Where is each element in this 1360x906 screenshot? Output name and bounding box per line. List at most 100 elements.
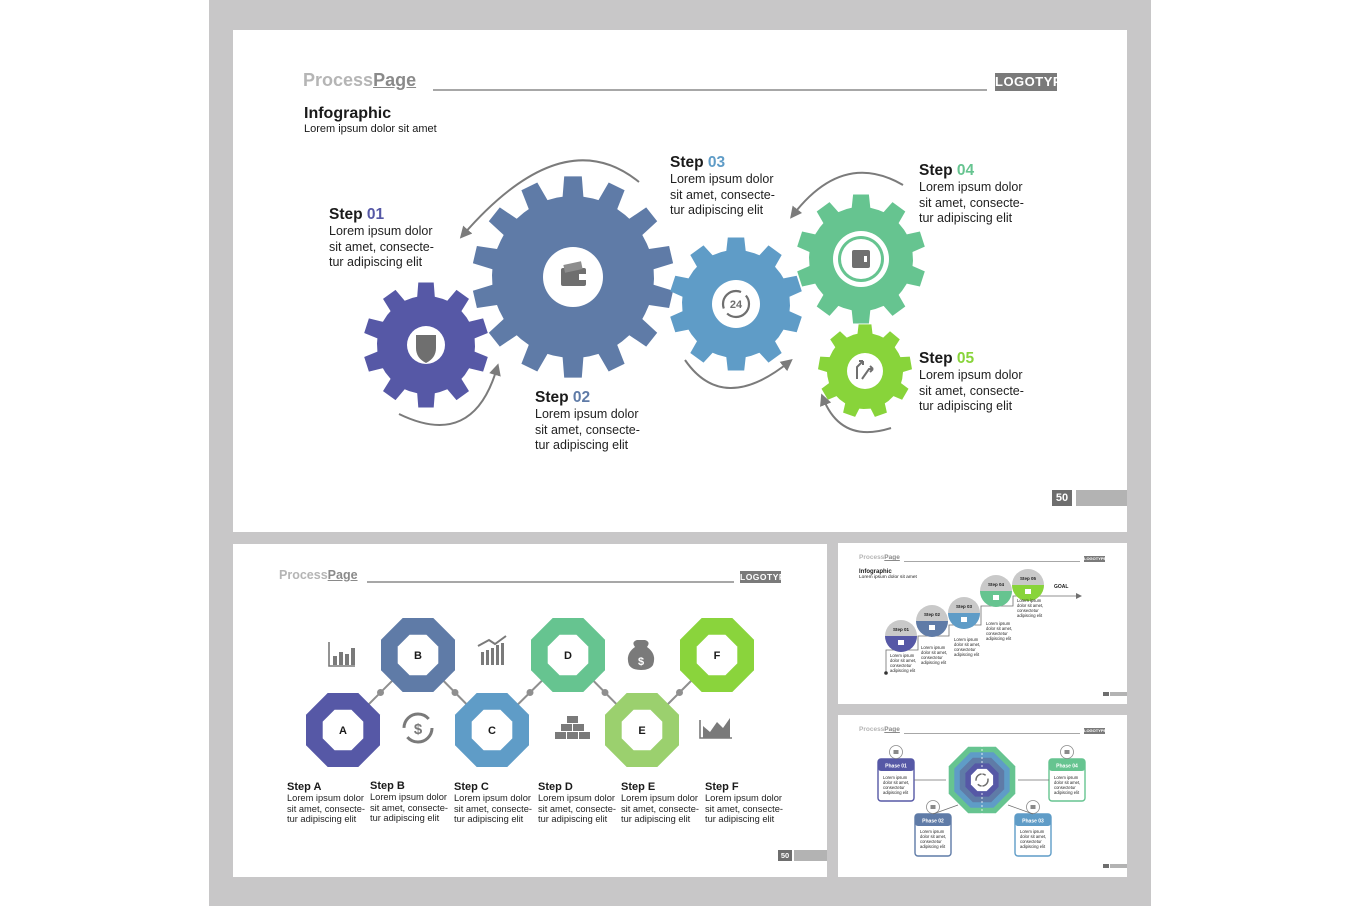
step-05-number: 05 (956, 350, 975, 367)
arrow-step4-top (790, 171, 904, 219)
growth-chart-icon-bar-4 (501, 643, 504, 665)
step-icon-3 (961, 617, 967, 622)
octagon-label-C: C (488, 725, 496, 737)
header-title: ProcessPage (279, 568, 358, 582)
header-line (904, 733, 1080, 734)
slide-gears[interactable]: ProcessPage LOGOTYPE Infographic Lorem i… (233, 30, 1127, 532)
gear-03-hub (712, 280, 760, 328)
phase-icon-glyph-2 (930, 805, 936, 809)
page-title: Infographic (859, 569, 892, 575)
octagon-hole-E (621, 709, 663, 751)
step-04-number: 04 (956, 162, 975, 179)
phase-icon-glyph-4 (1064, 750, 1070, 754)
step-icon-5 (1025, 589, 1031, 594)
phase-02-text: Lorem ipsum dolor sit amet, consectetur … (920, 829, 947, 849)
page-title: Infographic (304, 105, 392, 122)
header-process: Process (859, 554, 885, 561)
dollar-sign-icon: $ (414, 721, 423, 738)
step-05-text: Lorem ipsum dolor sit amet, consecte- tu… (919, 368, 1024, 413)
page-subtitle: Lorem ipsum dolor sit amet (304, 123, 437, 135)
growth-chart-icon (477, 635, 507, 647)
step-icon-2 (929, 625, 935, 630)
step-01-text: Lorem ipsum dolor sit amet, consecte- tu… (329, 224, 434, 269)
step-03-text: Lorem ipsum dolor sit amet, consectetur … (954, 637, 981, 657)
phase-label-4: Phase 04 (1056, 764, 1078, 770)
gear-05-hub (847, 353, 883, 389)
split-arrows-icon (856, 360, 874, 380)
step-A-title: Step A (287, 781, 322, 793)
arrow-step1-top (459, 159, 640, 239)
step-D-block: Step D Lorem ipsum dolor sit amet, conse… (538, 781, 616, 825)
step-04-block: Step 04 Lorem ipsum dolor sit amet, cons… (919, 162, 1024, 227)
gear-diagram: 24 (364, 159, 925, 434)
header-page: Page (327, 568, 358, 582)
step-05-block: Step 05 Lorem ipsum dolor sit amet, cons… (919, 350, 1024, 415)
connector-dot-3 (601, 689, 609, 696)
wallet-clasp-icon (579, 274, 588, 280)
page-number-bar (1110, 864, 1127, 868)
step-05-label: Step (919, 350, 953, 367)
header-process: Process (303, 70, 374, 90)
header-page: Page (884, 554, 900, 561)
step-02-block: Step 02 Lorem ipsum dolor sit amet, cons… (535, 389, 640, 454)
step-05-text: Lorem ipsum dolor sit amet, consectetur … (1017, 598, 1044, 618)
step-C-block: Step C Lorem ipsum dolor sit amet, conse… (454, 781, 532, 825)
wallet-card-icon (563, 261, 583, 273)
page-number: 50 (1052, 490, 1072, 506)
octagon-label-A: A (339, 725, 347, 737)
bar-chart-icon-bar-0 (333, 656, 337, 665)
octagon-hole-C (471, 709, 513, 751)
phase-label-3: Phase 03 (1022, 819, 1044, 825)
growth-chart-icon-bar-2 (491, 648, 494, 665)
bar-chart-icon-bar-3 (351, 648, 355, 665)
step-02-text: Lorem ipsum dolor sit amet, consectetur … (921, 645, 948, 665)
growth-chart-icon-bar-0 (481, 652, 484, 665)
header-line (367, 581, 734, 583)
connector-dot-1 (451, 689, 459, 696)
header-line (433, 89, 987, 91)
safe-icon (852, 250, 870, 268)
logotype: LOGOTYPE (1084, 556, 1107, 562)
step-A-block: Step A Lorem ipsum dolor sit amet, conse… (287, 781, 365, 825)
page-number: 50 (778, 850, 792, 861)
shield-icon (416, 335, 436, 363)
step-icon-4 (993, 595, 999, 600)
slide-staircase[interactable]: ProcessPage LOGOTYPE Infographic Lorem i… (838, 543, 1127, 704)
octagon-hole-A (322, 709, 364, 751)
step-F-title: Step F (705, 781, 739, 793)
step-circle-label-2: Step 02 (924, 612, 941, 617)
gold-bars-icon-2 (579, 732, 590, 739)
step-B-text: Lorem ipsum dolor sit amet, consecte- tu… (370, 792, 449, 823)
octagon-label-B: B (414, 650, 422, 662)
header-page: Page (884, 726, 900, 733)
step-C-title: Step C (454, 781, 489, 793)
phase-box-header-2 (915, 814, 951, 826)
goal-label: GOAL (1054, 584, 1069, 590)
step-B-block: Step B Lorem ipsum dolor sit amet, conse… (370, 780, 448, 824)
step-04-text: Lorem ipsum dolor sit amet, consecte- tu… (919, 180, 1024, 225)
logotype: LOGOTYPE (995, 73, 1072, 91)
growth-chart-icon-bar-1 (486, 650, 489, 665)
goal-arrowhead (1076, 593, 1082, 599)
page-number-bar (1110, 692, 1127, 696)
phase-label-1: Phase 01 (885, 764, 907, 770)
octagon-label-D: D (564, 650, 572, 662)
step-C-text: Lorem ipsum dolor sit amet, consecte- tu… (454, 793, 533, 824)
phase-box-header-4 (1049, 759, 1085, 771)
24-hours-label: 24 (730, 299, 743, 311)
header-title: ProcessPage (859, 726, 900, 733)
arrow-step3-bottom (684, 358, 793, 389)
header-line (904, 561, 1080, 562)
24-hours-icon (721, 289, 751, 319)
octagon-hole-B (397, 634, 439, 676)
arrow-step5-bottom (820, 393, 892, 434)
connector-phase-2 (932, 804, 959, 815)
safe-handle-icon (864, 256, 867, 262)
step-03-text: Lorem ipsum dolor sit amet, consecte- tu… (670, 172, 775, 217)
money-bag-icon (627, 640, 655, 670)
step-01-text: Lorem ipsum dolor sit amet, consectetur … (890, 653, 917, 673)
